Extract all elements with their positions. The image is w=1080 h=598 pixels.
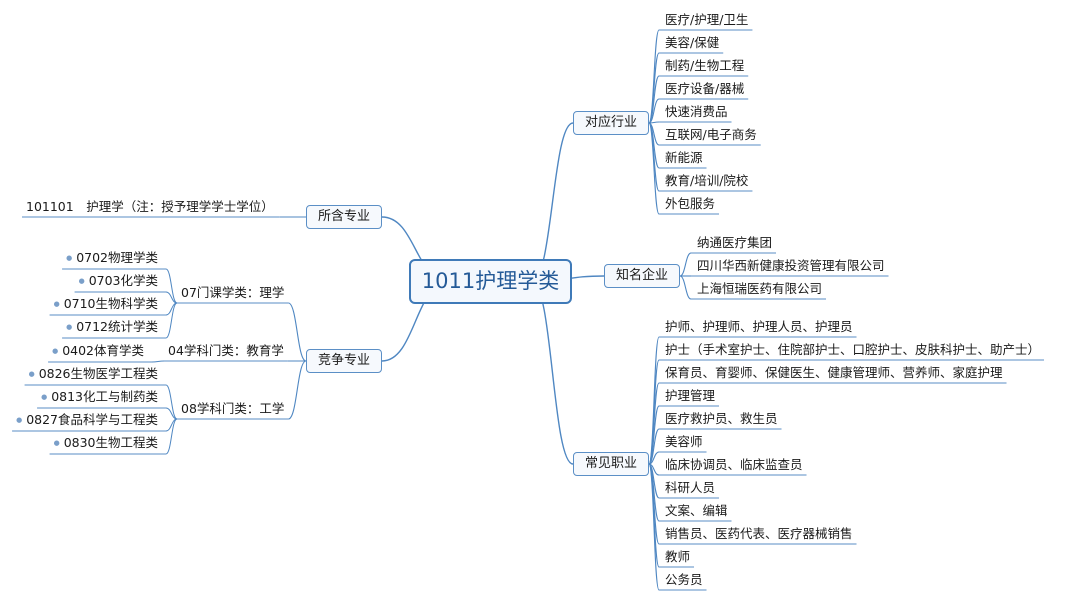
industry-item[interactable]: 制药/生物工程 (665, 58, 745, 73)
competing-group-education[interactable]: 04学科门类：教育学 (168, 343, 284, 358)
industry-item[interactable]: 医疗设备/器械 (665, 81, 745, 96)
industry-item[interactable]: 医疗/护理/卫生 (665, 12, 749, 27)
career-item[interactable]: 文案、编辑 (665, 503, 728, 518)
company-item[interactable]: 纳通医疗集团 (697, 235, 773, 250)
bullet-icon: ● (41, 393, 48, 401)
industry-item[interactable]: 外包服务 (665, 196, 716, 211)
connector-line (165, 302, 178, 339)
career-item[interactable]: 美容师 (665, 434, 703, 449)
connector-line (648, 451, 660, 465)
connector-line (165, 418, 178, 455)
competing-item[interactable]: ●0827食品科学与工程类 (16, 412, 158, 427)
major-item[interactable]: 101101 护理学（注：授予理学学士学位） (26, 199, 274, 214)
connector-line (648, 122, 660, 215)
industry-item[interactable]: 教育/培训/院校 (665, 173, 749, 188)
company-item[interactable]: 上海恒瑞医药有限公司 (697, 281, 823, 296)
branch-careers[interactable]: 常见职业 (573, 452, 649, 476)
competing-item[interactable]: ●0813化工与制药类 (41, 389, 158, 404)
bullet-icon: ● (66, 254, 73, 262)
competing-group-science[interactable]: 07门课学类：理学 (181, 285, 285, 300)
career-item[interactable]: 保育员、育婴师、保健医生、健康管理师、营养师、家庭护理 (665, 365, 1003, 380)
connector-line (165, 407, 178, 420)
bullet-icon: ● (16, 416, 23, 424)
connector-line (679, 275, 692, 300)
competing-item[interactable]: ●0702物理学类 (66, 250, 158, 265)
branch-competing[interactable]: 竞争专业 (306, 349, 382, 373)
connector-line (648, 98, 660, 124)
bullet-icon: ● (66, 323, 73, 331)
career-item[interactable]: 临床协调员、临床监查员 (665, 457, 803, 472)
branch-companies[interactable]: 知名企业 (604, 264, 680, 288)
industry-item[interactable]: 美容/保健 (665, 35, 720, 50)
branch-majors[interactable]: 所含专业 (306, 205, 382, 229)
root-topic[interactable]: 1011护理学类 (409, 259, 572, 304)
industry-item[interactable]: 快速消费品 (665, 104, 728, 119)
bullet-icon: ● (52, 347, 59, 355)
career-item[interactable]: 销售员、医药代表、医疗器械销售 (665, 526, 853, 541)
competing-item[interactable]: ●0710生物科学类 (53, 296, 158, 311)
connector-line (648, 428, 660, 465)
connector-line (648, 463, 660, 591)
career-item[interactable]: 公务员 (665, 572, 703, 587)
competing-item[interactable]: ●0402体育学类 (52, 343, 144, 358)
industry-item[interactable]: 新能源 (665, 150, 703, 165)
competing-item[interactable]: ●0830生物工程类 (53, 435, 158, 450)
competing-item[interactable]: ●0826生物医学工程类 (28, 366, 158, 381)
bullet-icon: ● (53, 439, 60, 447)
connector-line (151, 360, 165, 363)
company-item[interactable]: 四川华西新健康投资管理有限公司 (697, 258, 885, 273)
career-item[interactable]: 护师、护理师、护理人员、护理员 (665, 319, 853, 334)
branch-industries[interactable]: 对应行业 (573, 111, 649, 135)
connector-line (287, 360, 307, 420)
career-item[interactable]: 科研人员 (665, 480, 716, 495)
career-item[interactable]: 教师 (665, 549, 691, 564)
industry-item[interactable]: 互联网/电子商务 (665, 127, 757, 142)
connector-line (531, 122, 574, 283)
career-item[interactable]: 医疗救护员、救生员 (665, 411, 778, 426)
connector-line (165, 268, 178, 304)
connector-line (165, 384, 178, 420)
career-item[interactable]: 护理管理 (665, 388, 716, 403)
competing-item[interactable]: ●0712统计学类 (66, 319, 158, 334)
bullet-icon: ● (53, 300, 60, 308)
bullet-icon: ● (78, 277, 85, 285)
competing-item[interactable]: ●0703化学类 (78, 273, 158, 288)
connector-line (679, 252, 692, 277)
bullet-icon: ● (28, 370, 35, 378)
competing-group-engineering[interactable]: 08学科门类：工学 (181, 401, 285, 416)
connector-line (531, 280, 574, 465)
career-item[interactable]: 护士（手术室护士、住院部护士、口腔护士、皮肤科护士、助产士） (665, 342, 1041, 357)
connector-line (165, 291, 178, 304)
connector-line (287, 302, 307, 362)
